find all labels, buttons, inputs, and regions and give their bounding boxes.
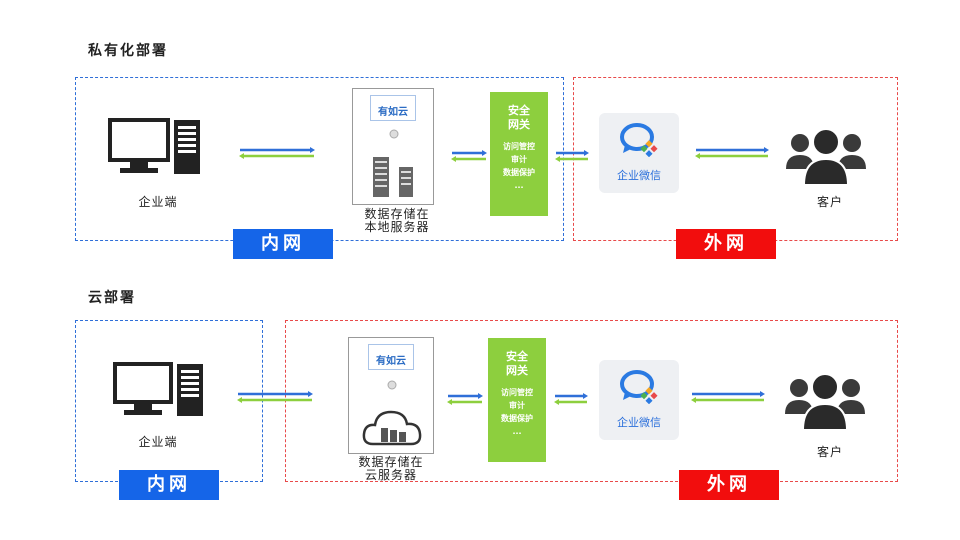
youruyun-logo: 有如云 <box>370 95 416 121</box>
outer-network-label: 外网 <box>679 470 779 500</box>
bidirectional-arrow-icon <box>555 150 589 162</box>
bidirectional-arrow-icon <box>237 391 313 403</box>
server-rack-icon <box>373 157 413 197</box>
desktop-computer-icon <box>108 118 200 174</box>
bidirectional-arrow-icon <box>554 393 588 405</box>
link-connector-icon <box>389 129 399 139</box>
wecom-chat-icon <box>620 370 658 404</box>
wecom-app-card: 企业微信 <box>599 113 679 193</box>
users-group-icon <box>785 373 865 430</box>
customer-label: 客户 <box>816 445 843 459</box>
inner-network-label: 内网 <box>119 470 219 500</box>
server-caption: 数据存储在 本地服务器 <box>364 207 430 234</box>
youruyun-logo: 有如云 <box>368 344 414 370</box>
client-label: 企业端 <box>138 435 178 449</box>
security-gateway: 安全 网关 访问管控 审计 数据保护 ... <box>488 338 546 462</box>
bidirectional-arrow-icon <box>691 391 765 403</box>
wecom-app-card: 企业微信 <box>599 360 679 440</box>
cloud-server-icon <box>362 410 422 446</box>
wecom-chat-icon <box>620 123 658 157</box>
bidirectional-arrow-icon <box>447 393 483 405</box>
server-caption: 数据存储在 云服务器 <box>358 455 424 482</box>
bidirectional-arrow-icon <box>239 147 315 159</box>
bidirectional-arrow-icon <box>451 150 487 162</box>
users-group-icon <box>786 128 866 185</box>
link-connector-icon <box>387 380 397 390</box>
customer-label: 客户 <box>816 195 843 209</box>
inner-network-label: 内网 <box>233 229 333 259</box>
section-title-private: 私有化部署 <box>88 43 168 59</box>
section-title-cloud: 云部署 <box>88 290 136 306</box>
client-label: 企业端 <box>138 195 178 209</box>
cloud-server-box: 有如云 <box>348 337 434 454</box>
local-server-box: 有如云 <box>352 88 434 205</box>
security-gateway: 安全 网关 访问管控 审计 数据保护 ... <box>490 92 548 216</box>
bidirectional-arrow-icon <box>695 147 769 159</box>
desktop-computer-icon <box>113 362 203 416</box>
outer-network-label: 外网 <box>676 229 776 259</box>
